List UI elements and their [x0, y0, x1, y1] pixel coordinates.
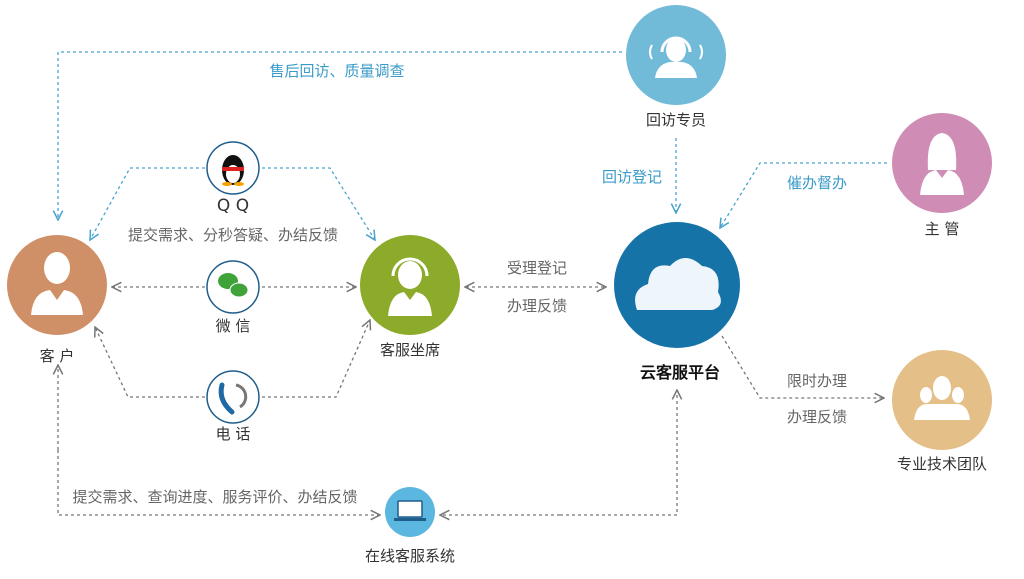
- online-system-label: 在线客服系统: [365, 547, 455, 565]
- phone-node[interactable]: [206, 370, 260, 424]
- wechat-icon: [218, 273, 249, 298]
- laptop-icon: [394, 500, 426, 521]
- tech-team-node[interactable]: [892, 350, 992, 450]
- channels-text: 提交需求、分秒答疑、办结反馈: [128, 226, 338, 244]
- online-text: 提交需求、查询进度、服务评价、办结反馈: [72, 488, 357, 506]
- feedback-text: 办理反馈: [507, 297, 567, 315]
- tech-team-label: 专业技术团队: [897, 455, 987, 473]
- online-system-node[interactable]: [385, 487, 435, 537]
- callback-headset-icon: [649, 36, 703, 78]
- qq-node[interactable]: [206, 141, 260, 195]
- team-icon: [914, 376, 970, 420]
- customer-node[interactable]: [7, 235, 107, 335]
- callback-node[interactable]: [626, 5, 726, 105]
- timelimit-text: 限时办理: [787, 372, 847, 390]
- customer-label: 客 户: [40, 347, 75, 365]
- aftersales-text: 售后回访、质量调查: [269, 62, 404, 80]
- feedback2-text: 办理反馈: [787, 408, 847, 426]
- wechat-label: 微 信: [216, 317, 251, 335]
- phone-to-agent-arrow: [262, 320, 370, 398]
- qq-to-agent-arrow: [262, 167, 375, 240]
- qq-label: Q Q: [217, 196, 249, 216]
- phone-icon: [218, 382, 248, 415]
- platform-node[interactable]: [614, 222, 740, 348]
- agent-node[interactable]: [360, 235, 460, 335]
- qq-to-customer-arrow: [90, 167, 205, 240]
- headset-agent-icon: [388, 257, 432, 316]
- callback-label: 回访专员: [646, 111, 706, 129]
- agent-label: 客服坐席: [380, 341, 440, 359]
- phone-to-customer-arrow: [95, 327, 205, 398]
- callback-reg-text: 回访登记: [602, 168, 662, 186]
- platform-to-tech-arrow: [721, 335, 884, 398]
- platform-label: 云客服平台: [640, 363, 720, 382]
- supervisor-label: 主 管: [925, 220, 960, 238]
- qq-penguin-icon: [222, 155, 244, 186]
- urge-text: 催办督办: [787, 174, 847, 192]
- supervisor-node[interactable]: [892, 113, 992, 213]
- wechat-node[interactable]: [206, 260, 260, 314]
- urge-arrow: [720, 162, 887, 228]
- accept-text: 受理登记: [507, 259, 567, 277]
- cloud-icon: [635, 258, 721, 310]
- businessman-icon: [31, 252, 83, 315]
- aftersales-arrow: [58, 51, 622, 220]
- phone-label: 电 话: [216, 425, 251, 443]
- online-to-platform-arrow: [560, 390, 677, 516]
- connectors: [58, 51, 887, 516]
- woman-icon: [920, 133, 964, 195]
